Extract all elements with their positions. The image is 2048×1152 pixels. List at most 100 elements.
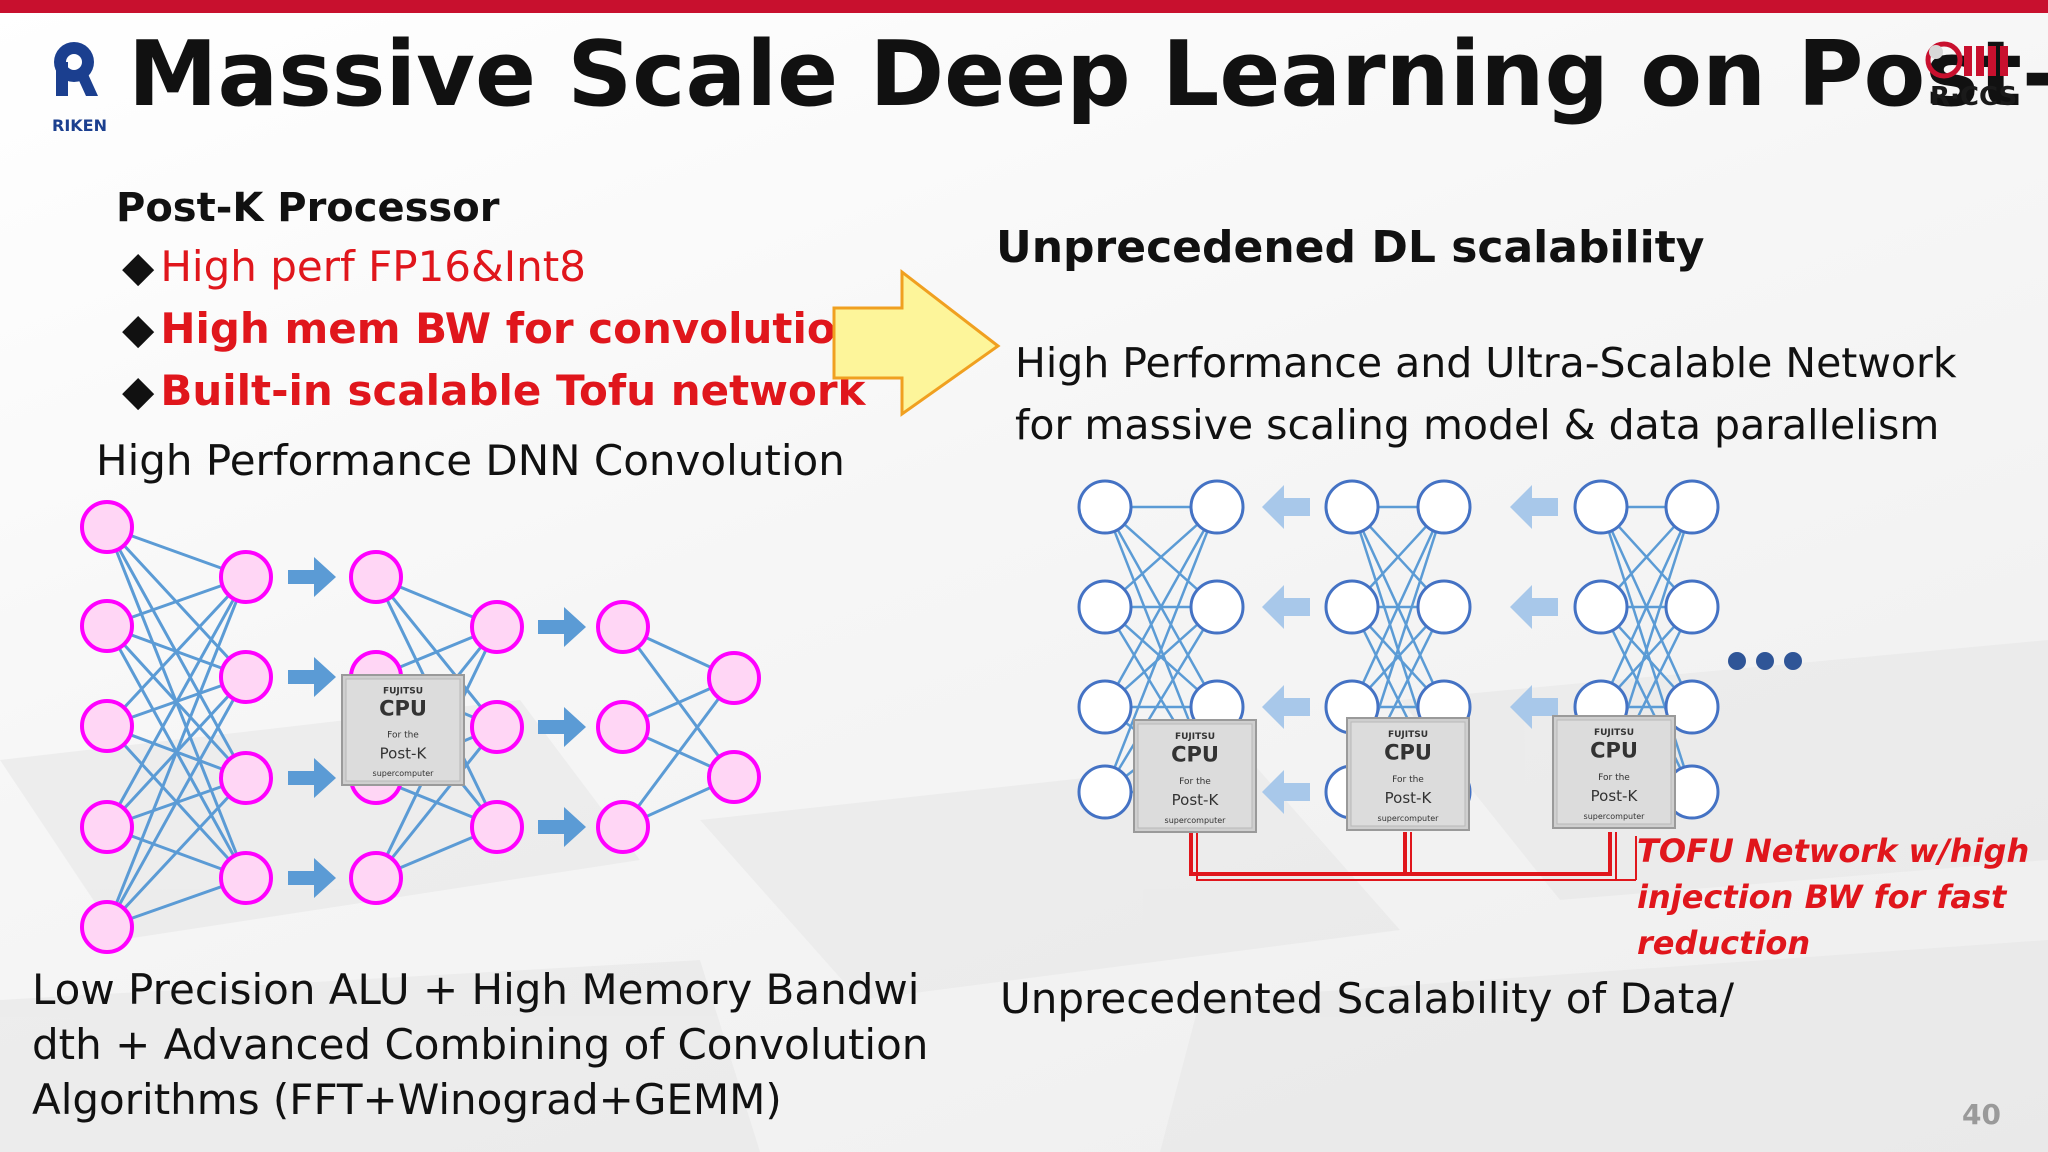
cpu-chip-inner <box>1556 719 1672 825</box>
riken-logo-text: RIKEN <box>52 116 107 135</box>
left-summary-line: Algorithms (FFT+Winograd+GEMM) <box>32 1075 782 1124</box>
network-description-line: High Performance and Ultra-Scalable Netw… <box>1015 339 1957 387</box>
node <box>1077 679 1133 735</box>
chip-for-text: For the <box>387 731 419 741</box>
chip-model-text: Post-K <box>380 745 428 763</box>
chip-sub-text: supercomputer <box>1165 816 1227 825</box>
node <box>1664 579 1720 635</box>
chip-model-text: Post-K <box>1591 787 1639 805</box>
arrow-left-icon <box>1262 685 1310 729</box>
node <box>219 650 273 704</box>
node <box>80 800 134 854</box>
left-summary: Low Precision ALU + High Memory Bandwi d… <box>32 962 928 1127</box>
node <box>1324 479 1380 535</box>
node <box>1077 479 1133 535</box>
arrow-right-icon <box>538 807 586 847</box>
arrow-right-icon <box>288 657 336 697</box>
node <box>470 600 524 654</box>
node <box>596 800 650 854</box>
node <box>1573 479 1629 535</box>
bullet-text: Built-in scalable Tofu network <box>160 366 866 415</box>
arrow-left-icon <box>1262 585 1310 629</box>
node <box>1664 679 1720 735</box>
rccs-logo-icon <box>1925 41 2008 79</box>
edge <box>374 726 499 879</box>
bullet-text: High mem BW for convolution <box>160 304 866 353</box>
dl-scalability-heading: Unprecedened DL scalability <box>996 222 1705 273</box>
chip-for-text: For the <box>1179 777 1211 787</box>
cpu-chip-inner <box>1350 721 1466 827</box>
ellipsis-dot-icon <box>1728 652 1746 670</box>
network-description-line: for massive scaling model & data paralle… <box>1015 401 1940 449</box>
riken-logo: RIKEN <box>46 38 107 141</box>
chip-name-text: CPU <box>1590 738 1638 762</box>
chip-sub-text: supercomputer <box>1378 814 1440 823</box>
node <box>1416 579 1472 635</box>
dnn-convolution-caption: High Performance DNN Convolution <box>96 436 845 485</box>
node <box>219 751 273 805</box>
node <box>80 500 134 554</box>
edge <box>105 576 248 828</box>
chip-sub-text: supercomputer <box>1584 812 1646 821</box>
node <box>80 599 134 653</box>
diamond-bullet-icon: ◆ <box>122 304 155 353</box>
arrow-right-icon <box>288 758 336 798</box>
chip-model-text: Post-K <box>1172 791 1220 809</box>
page-number: 40 <box>1962 1098 2001 1131</box>
edge <box>1599 506 1694 708</box>
bullet-mem-bw: ◆High mem BW for convolution <box>122 304 866 353</box>
network-description: High Performance and Ultra-Scalable Netw… <box>1015 332 1957 456</box>
rccs-logo-text: R·CCS <box>1930 82 2018 112</box>
arrow-left-icon <box>1262 770 1310 814</box>
chip-name-text: CPU <box>1171 742 1219 766</box>
processor-heading: Post-K Processor <box>116 185 500 231</box>
node <box>80 900 134 954</box>
node <box>349 550 403 604</box>
node <box>1573 579 1629 635</box>
chip-for-text: For the <box>1392 775 1424 785</box>
tofu-annotation-line: injection BW for fast <box>1637 878 2007 916</box>
arrow-left-icon <box>1510 485 1558 529</box>
ellipsis-dot-icon <box>1784 652 1802 670</box>
edge <box>1103 506 1219 793</box>
bullet-fp16: ◆High perf FP16&Int8 <box>122 242 586 291</box>
chip-brand-text: FUJITSU <box>1388 730 1428 740</box>
chip-brand-text: FUJITSU <box>383 687 423 697</box>
chip-brand-text: FUJITSU <box>1594 728 1634 738</box>
bullet-tofu: ◆Built-in scalable Tofu network <box>122 366 865 415</box>
node <box>349 851 403 905</box>
rccs-logo: R·CCS <box>1922 38 2017 116</box>
arrow-left-icon <box>1262 485 1310 529</box>
node <box>1416 479 1472 535</box>
node <box>219 550 273 604</box>
node <box>470 800 524 854</box>
tofu-link-line <box>1189 832 1612 876</box>
right-summary: Unprecedented Scalability of Data/ <box>1000 974 1735 1023</box>
arrow-right-icon <box>538 707 586 747</box>
edge <box>105 676 248 928</box>
node <box>1324 579 1380 635</box>
chip-model-text: Post-K <box>1385 789 1433 807</box>
node <box>707 750 761 804</box>
node <box>1077 579 1133 635</box>
node <box>219 851 273 905</box>
arrow-right-icon <box>538 607 586 647</box>
node <box>470 700 524 754</box>
tofu-annotation-line: TOFU Network w/high <box>1637 832 2030 870</box>
left-summary-line: dth + Advanced Combining of Convolution <box>32 1020 929 1069</box>
arrow-right-icon <box>288 557 336 597</box>
arrow-right-icon <box>288 858 336 898</box>
bullet-text: High perf FP16&Int8 <box>160 242 586 291</box>
edge <box>1103 506 1219 708</box>
edge <box>105 575 248 728</box>
chip-for-text: For the <box>1598 773 1630 783</box>
node <box>596 600 650 654</box>
left-summary-line: Low Precision ALU + High Memory Bandwi <box>32 965 920 1014</box>
edge <box>1350 506 1446 708</box>
node <box>707 651 761 705</box>
node <box>80 699 134 753</box>
node <box>1077 764 1133 820</box>
cpu-chip-inner <box>345 678 461 782</box>
